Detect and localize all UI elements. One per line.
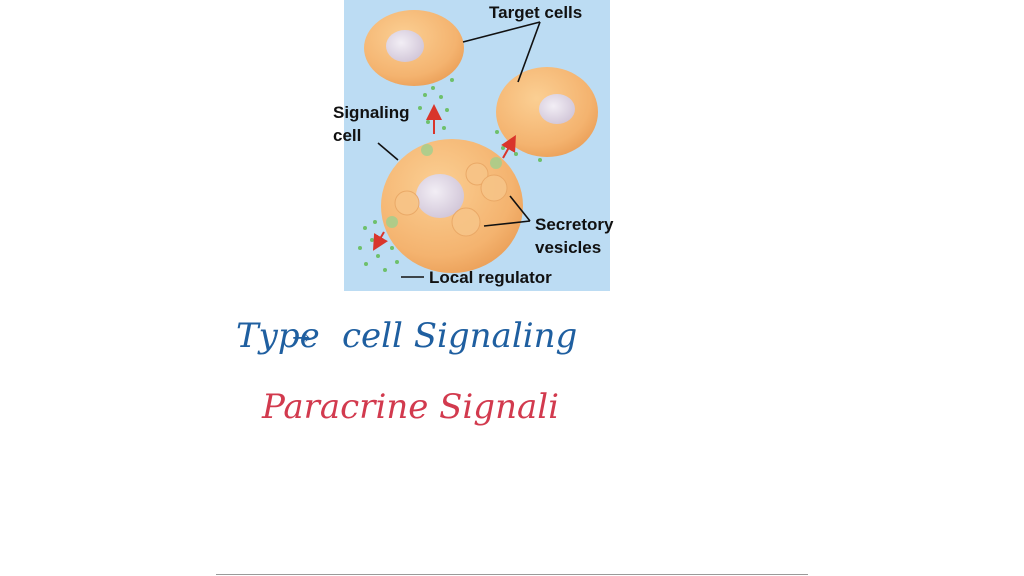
target-cell-top (364, 10, 464, 86)
note-paracrine-signaling: Paracrine Signali (261, 387, 559, 427)
signaling-cell (381, 139, 523, 273)
secretion-arrows (372, 104, 516, 251)
label-local-regulator: Local regulator (429, 268, 552, 287)
note-cell-signaling: cell Signaling (342, 316, 577, 356)
bottom-rule (216, 574, 808, 575)
target-cell-right (496, 67, 598, 157)
label-target-cells: Target cells (489, 3, 582, 22)
label-secretory-vesicles-line2: vesicles (535, 238, 601, 257)
label-signaling-cell-line1: Signaling (333, 103, 410, 122)
note-arrow: → (292, 326, 310, 351)
label-signaling-cell-line2: cell (333, 126, 361, 145)
label-secretory-vesicles-line1: Secretory (535, 215, 614, 234)
leader-lines (377, 21, 541, 278)
note-type-word: Type (236, 316, 320, 356)
